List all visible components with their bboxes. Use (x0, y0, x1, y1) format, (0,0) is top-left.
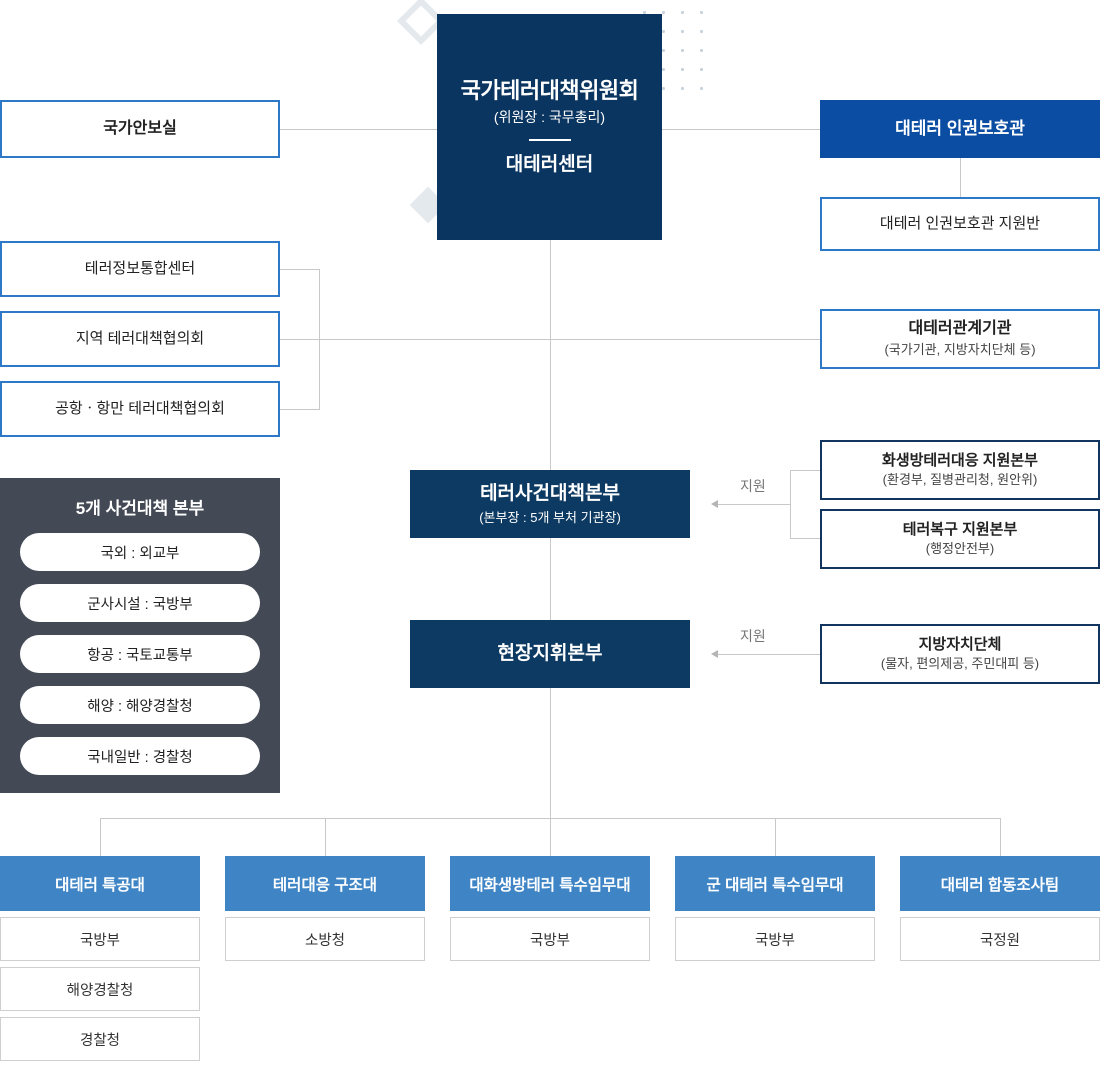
panel-item-overseas[interactable]: 국외 : 외교부 (20, 533, 260, 571)
connector-bottom-drop-3 (550, 818, 551, 856)
unit-head-counter-terror-special-forces[interactable]: 대테러 특공대 (0, 856, 200, 911)
box-terror-info-center[interactable]: 테러정보통합센터 (0, 241, 280, 297)
box-field-command-hq[interactable]: 현장지휘본부 (410, 620, 690, 688)
box-cbr-response-support-hq[interactable]: 화생방테러대응 지원본부 (환경부, 질병관리청, 원안위) (820, 440, 1100, 500)
five-incident-hq-panel: 5개 사건대책 본부 국외 : 외교부 군사시설 : 국방부 항공 : 국토교통… (0, 478, 280, 793)
connector-bottom-drop-4 (775, 818, 776, 856)
unit-item-mnd[interactable]: 국방부 (0, 917, 200, 961)
box-related-agencies-subtitle: (국가기관, 지방자치단체 등) (884, 342, 1036, 358)
box-terror-info-center-label: 테러정보통합센터 (84, 259, 196, 277)
box-incident-response-hq-title: 테러사건대책본부 (480, 483, 620, 504)
connector-support-branch-1b (790, 538, 821, 539)
box-cbr-response-support-hq-subtitle: (환경부, 질병관리청, 원안위) (882, 472, 1038, 488)
root-secondary-title: 대테러센터 (505, 154, 594, 176)
box-regional-council[interactable]: 지역 테러대책협의회 (0, 311, 280, 367)
connector-local-gov-to-field-hq (718, 654, 821, 655)
connector-support-branch-1a (790, 470, 821, 471)
box-local-government[interactable]: 지방자치단체 (물자, 편의제공, 주민대피 등) (820, 624, 1100, 684)
box-incident-response-hq-subtitle: (본부장 : 5개 부처 기관장) (479, 509, 621, 525)
panel-item-domestic-general[interactable]: 국내일반 : 경찰청 (20, 737, 260, 775)
unit-joint-investigation-team: 대테러 합동조사팀 국정원 (900, 856, 1100, 961)
box-national-security-office[interactable]: 국가안보실 (0, 100, 280, 158)
unit-military-counter-terror-task-force: 군 대테러 특수임무대 국방부 (675, 856, 875, 961)
unit-item-fire-agency[interactable]: 소방청 (225, 917, 425, 961)
box-local-government-subtitle: (물자, 편의제공, 주민대피 등) (880, 656, 1040, 672)
connector-left-item-2 (280, 339, 320, 340)
connector-root-to-rights-officer (662, 129, 820, 130)
connector-bottom-drop-5 (1000, 818, 1001, 856)
box-related-agencies[interactable]: 대테러관계기관 (국가기관, 지방자치단체 등) (820, 309, 1100, 369)
box-related-agencies-title: 대테러관계기관 (908, 320, 1012, 338)
connector-support-to-incident-hq (718, 504, 791, 505)
connector-bottom-drop-1 (100, 818, 101, 856)
connector-label-support-1: 지원 (740, 478, 766, 494)
box-terror-recovery-support-hq[interactable]: 테러복구 지원본부 (행정안전부) (820, 509, 1100, 569)
connector-spine-mid (550, 538, 551, 630)
panel-item-aviation[interactable]: 항공 : 국토교통부 (20, 635, 260, 673)
connector-left-item-1 (280, 269, 320, 270)
arrow-local-gov-to-field-hq (711, 650, 718, 658)
panel-item-military-facility[interactable]: 군사시설 : 국방부 (20, 584, 260, 622)
box-local-government-title: 지방자치단체 (918, 635, 1002, 653)
box-incident-response-hq[interactable]: 테러사건대책본부 (본부장 : 5개 부처 기관장) (410, 470, 690, 538)
unit-head-military-counter-terror-task-force[interactable]: 군 대테러 특수임무대 (675, 856, 875, 911)
root-committee-box[interactable]: 국가테러대책위원회 (위원장 : 국무총리) 대테러센터 (437, 14, 662, 240)
unit-item-police-agency[interactable]: 경찰청 (0, 1017, 200, 1061)
unit-item-coast-guard[interactable]: 해양경찰청 (0, 967, 200, 1011)
connector-left-group-to-agencies (319, 339, 820, 340)
unit-head-joint-investigation-team[interactable]: 대테러 합동조사팀 (900, 856, 1100, 911)
connector-label-support-2: 지원 (740, 628, 766, 644)
box-national-security-office-label: 국가안보실 (103, 120, 177, 137)
box-cbr-response-support-hq-title: 화생방테러대응 지원본부 (882, 451, 1038, 469)
connector-left-item-3 (280, 409, 320, 410)
connector-bottom-drop-2 (325, 818, 326, 856)
connector-root-spine (550, 240, 551, 518)
root-subtitle: (위원장 : 국무총리) (493, 108, 606, 125)
unit-cbr-special-task-force: 대화생방테러 특수임무대 국방부 (450, 856, 650, 961)
five-incident-hq-panel-title: 5개 사건대책 본부 (75, 499, 205, 518)
connector-nsc-to-root (280, 129, 438, 130)
box-terror-recovery-support-hq-subtitle: (행정안전부) (925, 541, 995, 557)
unit-item-nis[interactable]: 국정원 (900, 917, 1100, 961)
box-rights-officer-label: 대테러 인권보호관 (895, 119, 1025, 139)
unit-terror-response-rescue: 테러대응 구조대 소방청 (225, 856, 425, 961)
box-rights-officer[interactable]: 대테러 인권보호관 (820, 100, 1100, 158)
box-airport-port-council[interactable]: 공항ㆍ항만 테러대책협의회 (0, 381, 280, 437)
box-regional-council-label: 지역 테러대책협의회 (75, 329, 205, 347)
box-field-command-hq-title: 현장지휘본부 (497, 643, 603, 665)
connector-rights-officer-to-support (960, 158, 961, 198)
connector-spine-lower (550, 688, 551, 818)
unit-head-cbr-special-task-force[interactable]: 대화생방테러 특수임무대 (450, 856, 650, 911)
unit-item-mnd-cbr[interactable]: 국방부 (450, 917, 650, 961)
unit-item-mnd-military[interactable]: 국방부 (675, 917, 875, 961)
box-rights-officer-support-team-label: 대테러 인권보호관 지원반 (879, 214, 1041, 232)
unit-head-terror-response-rescue[interactable]: 테러대응 구조대 (225, 856, 425, 911)
arrow-support-to-incident-hq (711, 500, 718, 508)
root-title: 국가테러대책위원회 (460, 78, 639, 104)
panel-item-maritime[interactable]: 해양 : 해양경찰청 (20, 686, 260, 724)
root-divider (528, 139, 571, 142)
box-rights-officer-support-team[interactable]: 대테러 인권보호관 지원반 (820, 197, 1100, 251)
box-airport-port-council-label: 공항ㆍ항만 테러대책협의회 (55, 399, 225, 417)
box-terror-recovery-support-hq-title: 테러복구 지원본부 (902, 520, 1018, 538)
unit-counter-terror-special-forces: 대테러 특공대 국방부 해양경찰청 경찰청 (0, 856, 200, 1061)
